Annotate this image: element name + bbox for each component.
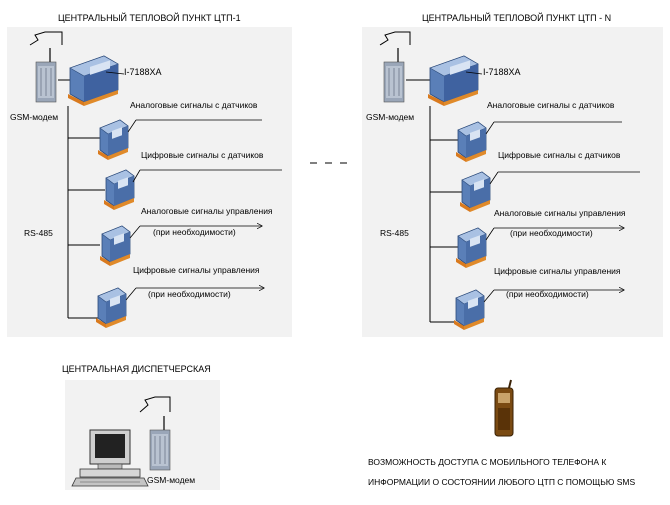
station1-analog-out-label: Аналоговые сигналы управления: [141, 206, 273, 216]
dispatch-computer-icon: [71, 429, 149, 487]
stationN-module-analog-out-icon: [455, 227, 487, 269]
stationN-panel: [362, 27, 663, 337]
mobile-text-line2: ИНФОРМАЦИИ О СОСТОЯНИИ ЛЮБОГО ЦТП С ПОМО…: [368, 477, 636, 487]
dispatch-gsm-label: GSM-модем: [147, 475, 196, 485]
station1-gsm-modem-icon: [35, 47, 57, 103]
station1-module-analog-out-icon: [99, 225, 131, 267]
station1-digital-out-note: (при необходимости): [148, 289, 231, 299]
station1-title: ЦЕНТРАЛЬНЫЙ ТЕПЛОВОЙ ПУНКТ ЦТП-1: [58, 13, 241, 23]
dispatch-diagram: [71, 396, 171, 487]
station1-controller-icon: [67, 55, 119, 107]
mobile-text-line1: ВОЗМОЖНОСТЬ ДОСТУПА С МОБИЛЬНОГО ТЕЛЕФОН…: [368, 457, 607, 467]
stationN-module-analog-in-icon: [455, 121, 487, 163]
stationN-digital-in-label: Цифровые сигналы с датчиков: [498, 150, 621, 160]
stationN-analog-out-note: (при необходимости): [510, 228, 593, 238]
stationN-title: ЦЕНТРАЛЬНЫЙ ТЕПЛОВОЙ ПУНКТ ЦТП - N: [422, 13, 612, 23]
stationN-module-digital-in-icon: [459, 171, 491, 213]
stationN-analog-out-label: Аналоговые сигналы управления: [494, 208, 626, 218]
station1-bus-label: RS-485: [24, 228, 53, 238]
stationN-controller-icon: [427, 55, 479, 107]
stationN-bus-label: RS-485: [380, 228, 409, 238]
station1-analog-out-note: (при необходимости): [153, 227, 236, 237]
station1-digital-out-label: Цифровые сигналы управления: [133, 265, 260, 275]
station1-analog-in-label: Аналоговые сигналы с датчиков: [130, 100, 258, 110]
station1-module-digital-out-icon: [95, 287, 127, 329]
station1-module-analog-in-icon: [97, 119, 129, 161]
dispatch-title: ЦЕНТРАЛЬНАЯ ДИСПЕТЧЕРСКАЯ: [62, 364, 211, 374]
dispatch-gsm-modem-icon: [149, 415, 171, 471]
station1-gsm-label: GSM-модем: [10, 112, 59, 122]
stationN-module-digital-out-icon: [453, 289, 485, 331]
stationN-diagram: [379, 31, 640, 331]
stationN-digital-out-note: (при необходимости): [506, 289, 589, 299]
station1-module-digital-in-icon: [103, 169, 135, 211]
station1-digital-in-label: Цифровые сигналы с датчиков: [141, 150, 264, 160]
stationN-digital-out-label: Цифровые сигналы управления: [494, 266, 621, 276]
station1-controller-label: I-7188XA: [124, 67, 162, 77]
stationN-controller-label: I-7188XA: [483, 67, 521, 77]
station1-diagram: [29, 31, 282, 329]
stationN-gsm-modem-icon: [383, 47, 405, 103]
mobile-phone-icon: [494, 379, 514, 437]
stationN-analog-in-label: Аналоговые сигналы с датчиков: [487, 100, 615, 110]
stationN-gsm-label: GSM-модем: [366, 112, 415, 122]
